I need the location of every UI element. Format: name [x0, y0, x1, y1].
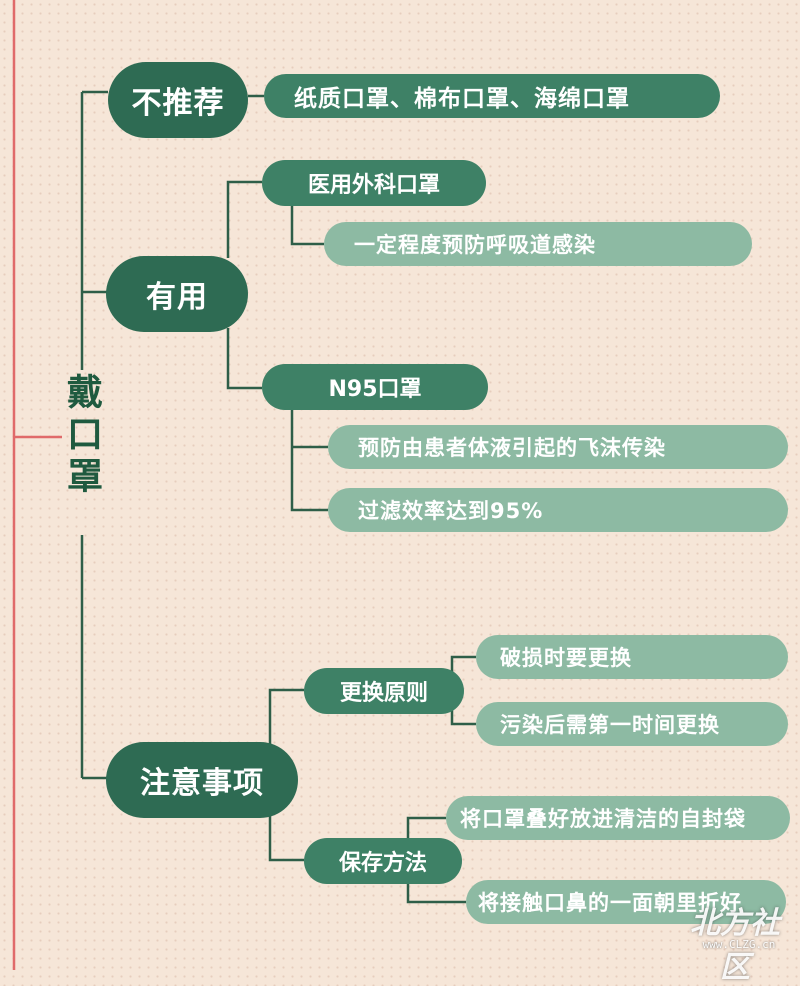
node-n95-mask: N95口罩 [262, 364, 488, 410]
node-prevent-droplet-infection: 预防由患者体液引起的飞沫传染 [328, 425, 788, 469]
watermark-url: www.CLZG.cn [702, 938, 776, 951]
node-not-recommended: 不推荐 [108, 62, 248, 138]
node-precautions: 注意事项 [106, 742, 298, 818]
node-surgical-mask: 医用外科口罩 [262, 160, 486, 206]
branch2-connector-lower [226, 328, 262, 390]
node-replace-when-contaminated: 污染后需第一时间更换 [476, 702, 788, 746]
surgical-mask-connector [290, 206, 324, 246]
root-label: 戴口罩 [61, 373, 102, 499]
node-storage-method: 保存方法 [304, 838, 462, 884]
node-prevent-respiratory-infection: 一定程度预防呼吸道感染 [324, 222, 752, 266]
n95-connector [290, 410, 328, 512]
node-replacement-principle: 更换原则 [304, 668, 464, 714]
watermark: 北方社区 www.CLZG.cn [680, 898, 790, 985]
root-node: 戴口罩 [56, 366, 106, 506]
node-useful: 有用 [106, 256, 248, 332]
node-fold-face-side-inward: 将接触口鼻的一面朝里折好 [466, 880, 786, 924]
node-fold-into-sealed-bag: 将口罩叠好放进清洁的自封袋 [446, 796, 790, 840]
branch2-connector [226, 180, 262, 258]
node-paper-cotton-sponge-masks: 纸质口罩、棉布口罩、海绵口罩 [264, 74, 720, 118]
node-replace-when-damaged: 破损时要更换 [476, 635, 788, 679]
node-filter-efficiency: 过滤效率达到95% [328, 488, 788, 532]
